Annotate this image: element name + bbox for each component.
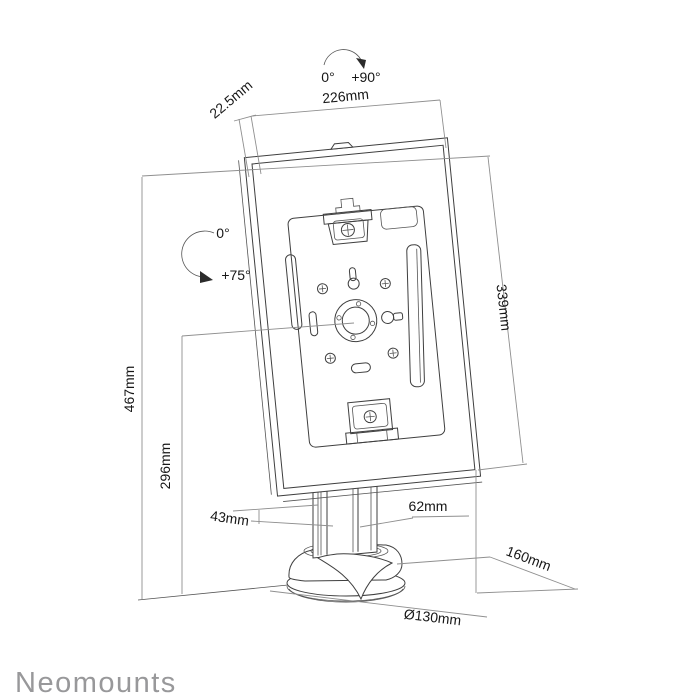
bracket-panel	[352, 402, 389, 430]
dim-160-ext-bottom	[476, 588, 579, 594]
base-cable-flap	[316, 553, 394, 601]
enclosure-left-depth-line	[238, 160, 272, 495]
keyhole-circle	[347, 277, 360, 290]
label-holder-height: 339mm	[494, 283, 515, 331]
base-rim-line	[286, 585, 406, 602]
dim-339-line	[487, 156, 524, 464]
bracket-body	[347, 398, 394, 435]
swivel-arc-group	[323, 49, 366, 69]
label-total-height: 467mm	[121, 366, 137, 413]
lower-pill-slot	[350, 362, 371, 374]
dim-43-leader-a	[232, 504, 319, 512]
rail-outline	[406, 244, 425, 388]
bracket-base-plate	[345, 427, 400, 445]
top-clamp-bracket	[322, 197, 373, 245]
t-slot	[335, 197, 361, 215]
rotation-angle-labels: 0° +90° 0° +75°	[216, 69, 380, 283]
lock-knob-stub	[392, 312, 404, 321]
label-pivot-height: 296mm	[157, 443, 173, 490]
side-pill-slot	[308, 311, 319, 337]
tilt-arc	[181, 230, 215, 278]
dim-160-line	[489, 556, 576, 590]
dimension-labels: 226mm 22.5mm 467mm 296mm 339mm 43mm 62mm…	[121, 77, 553, 629]
dim-226-ext-right	[439, 99, 447, 149]
screw-icon	[317, 283, 329, 295]
label-pole-depth: 43mm	[209, 507, 250, 528]
bracket-body	[327, 219, 369, 245]
dim-339-ext-bottom	[477, 463, 528, 471]
stand-pole	[312, 483, 378, 559]
mount-outer-circle	[334, 299, 378, 343]
swivel-arc	[323, 49, 363, 66]
label-base-depth: 160mm	[504, 543, 553, 574]
rail-inner-line	[416, 248, 421, 383]
mount-screw-dot	[369, 320, 376, 326]
enclosure-bottom-depth-line	[283, 481, 483, 502]
dim-62-leader	[359, 517, 414, 528]
rotation-mount	[334, 299, 378, 343]
screw-cross	[326, 357, 334, 360]
dim-43-leader-b	[250, 520, 334, 527]
pole-body	[312, 483, 378, 559]
screw-cross	[342, 229, 354, 231]
dim-226-ext-left-b	[250, 115, 262, 175]
dim-226-ext-left-a	[238, 118, 250, 178]
mount-screw-dot	[355, 301, 362, 307]
enclosure-front-face	[251, 144, 476, 489]
screw-cross	[318, 287, 327, 290]
floor-line	[137, 584, 289, 601]
enclosure-top-tab	[329, 141, 354, 150]
tilt-arc-group	[181, 230, 215, 283]
bracket-panel	[332, 218, 365, 241]
dimension-lines	[141, 99, 579, 618]
bottom-clamp-bracket	[345, 398, 400, 445]
bracket-screw-icon	[340, 222, 355, 237]
label-top-edge-depth: 22.5mm	[206, 77, 255, 122]
bracket-screw-icon	[363, 410, 377, 424]
label-swivel-to: +90°	[351, 69, 380, 85]
dim-62-underline	[411, 515, 470, 518]
label-base-diameter: Ø130mm	[403, 606, 462, 629]
right-rail	[406, 244, 425, 388]
screw-cross	[381, 282, 389, 285]
tablet-enclosure	[238, 137, 483, 502]
label-tilt-to: +75°	[221, 267, 250, 283]
dim-160-ext-top	[396, 556, 491, 565]
swivel-arrowhead-icon	[356, 58, 366, 69]
dim-22-5-line	[233, 114, 257, 122]
mount-screw-dot	[336, 315, 342, 321]
bracket-base-line	[356, 432, 359, 444]
plate-screws	[317, 278, 399, 364]
screw-icon	[387, 347, 399, 359]
keyhole-neck	[348, 267, 357, 282]
screw-icon	[324, 352, 336, 364]
tilt-arrowhead-icon	[200, 271, 213, 283]
label-tilt-from: 0°	[216, 225, 229, 241]
top-extension-line	[141, 155, 491, 177]
brand-logo: Neomounts	[15, 667, 177, 699]
screw-icon	[379, 278, 391, 290]
label-top-width: 226mm	[322, 86, 370, 106]
dim-130-line	[269, 590, 488, 618]
mount-inner-circle	[341, 306, 370, 335]
dim-226-line	[251, 99, 441, 117]
screw-cross	[365, 415, 375, 418]
label-swivel-from: 0°	[321, 69, 334, 85]
left-slot	[285, 254, 303, 330]
label-pole-width: 62mm	[409, 498, 448, 514]
plate-corner-notch	[380, 206, 418, 230]
dim-296-extension	[181, 322, 355, 337]
bracket-base-line	[386, 429, 388, 441]
screw-cross	[389, 352, 397, 354]
mount-screw-dot	[350, 334, 356, 340]
